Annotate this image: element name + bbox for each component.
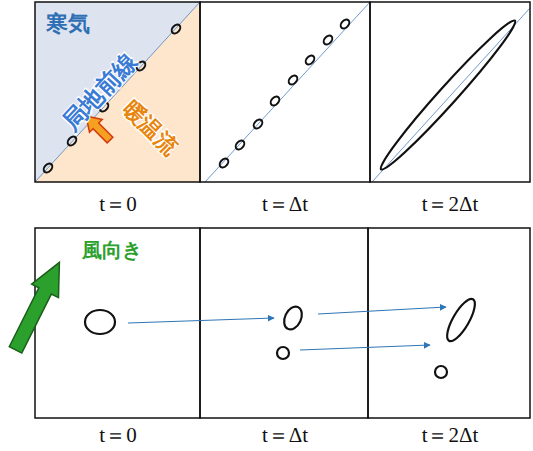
warm-air-region	[35, 2, 200, 182]
cloud-cells	[218, 18, 351, 169]
time-label: t＝Δt	[262, 424, 308, 447]
wind-arrow	[2, 256, 73, 357]
time-label: t＝0	[99, 193, 136, 216]
cloud-cells	[85, 295, 480, 378]
panel-frame	[35, 228, 530, 418]
front-line	[372, 8, 530, 182]
time-label: t＝2Δt	[422, 424, 479, 447]
front-line	[35, 2, 200, 182]
cloud-cells	[42, 23, 182, 174]
time-label: t＝Δt	[262, 193, 308, 216]
motion-arrow	[128, 307, 446, 350]
time-label: t＝0	[99, 424, 136, 447]
time-label: t＝2Δt	[422, 193, 479, 216]
front-line	[205, 2, 370, 182]
panel-frame	[35, 2, 530, 182]
wind-label: 風向き	[82, 239, 142, 261]
air-mass-label: 寒気	[46, 12, 90, 36]
cloud-band	[374, 15, 521, 176]
cold-air-region	[35, 2, 200, 182]
